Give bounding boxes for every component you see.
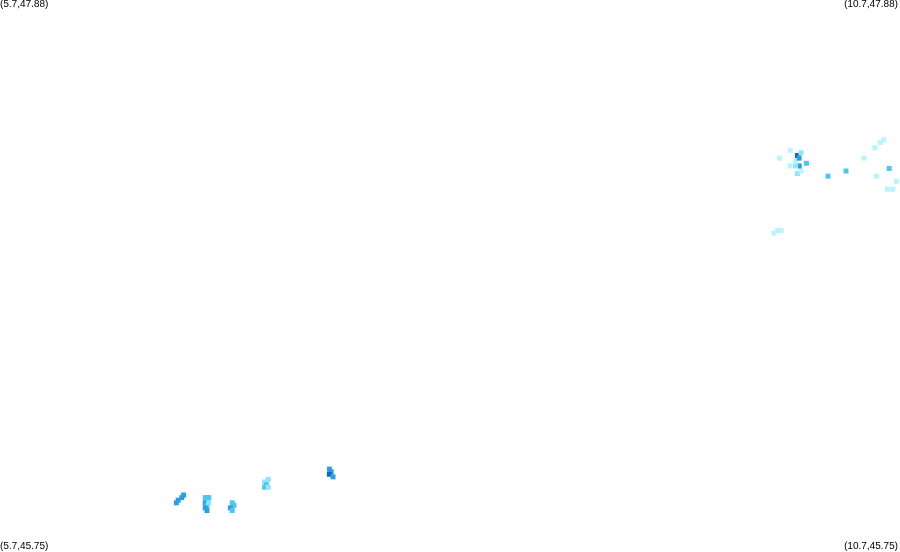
data-point-45	[893, 178, 899, 184]
corner-label-bottom-left: (5.7,45.75)	[0, 541, 49, 552]
data-point-18	[263, 482, 269, 488]
corner-label-top-right: (10.7,47.88)	[844, 0, 898, 10]
data-point-11	[204, 508, 210, 513]
data-point-24	[330, 474, 336, 480]
data-point-17	[265, 476, 271, 482]
data-point-44	[874, 173, 880, 179]
data-point-21	[326, 466, 332, 472]
data-point-38	[843, 168, 849, 174]
data-point-1	[175, 497, 181, 503]
data-point-7	[202, 500, 208, 506]
data-point-49	[775, 228, 781, 234]
data-point-30	[798, 150, 804, 156]
data-point-12	[229, 500, 235, 506]
data-point-26	[787, 147, 793, 153]
data-point-31	[796, 163, 802, 169]
data-point-29	[796, 155, 802, 161]
data-point-4	[202, 495, 208, 501]
data-point-6	[204, 497, 210, 503]
data-point-37	[825, 173, 831, 179]
data-point-42	[881, 137, 887, 143]
data-point-10	[206, 500, 212, 506]
data-point-15	[229, 508, 235, 513]
data-point-23	[326, 471, 332, 477]
data-point-27	[793, 158, 799, 164]
data-point-22	[328, 469, 334, 475]
data-point-46	[884, 186, 890, 192]
data-point-36	[787, 163, 793, 169]
data-point-28	[794, 153, 800, 158]
data-point-33	[794, 171, 800, 177]
data-point-13	[231, 502, 237, 508]
data-point-40	[872, 145, 878, 151]
data-point-32	[793, 163, 799, 169]
data-point-16	[262, 479, 268, 485]
data-point-50	[778, 228, 784, 234]
data-point-0	[173, 500, 179, 506]
data-point-25	[776, 155, 782, 161]
data-point-5	[206, 495, 212, 501]
data-point-39	[861, 155, 867, 161]
data-point-3	[181, 492, 187, 498]
data-point-48	[771, 230, 777, 236]
data-point-20	[265, 484, 271, 490]
data-point-19	[262, 484, 268, 490]
data-point-2	[179, 495, 185, 501]
data-point-34	[798, 168, 804, 174]
corner-label-bottom-right: (10.7,45.75)	[844, 541, 898, 552]
data-point-35	[803, 160, 809, 166]
data-point-41	[877, 140, 883, 145]
data-point-47	[890, 186, 896, 192]
data-point-9	[202, 505, 208, 511]
data-point-43	[886, 166, 892, 171]
data-point-14	[227, 505, 233, 511]
corner-label-top-left: (5.7,47.88)	[0, 0, 49, 10]
